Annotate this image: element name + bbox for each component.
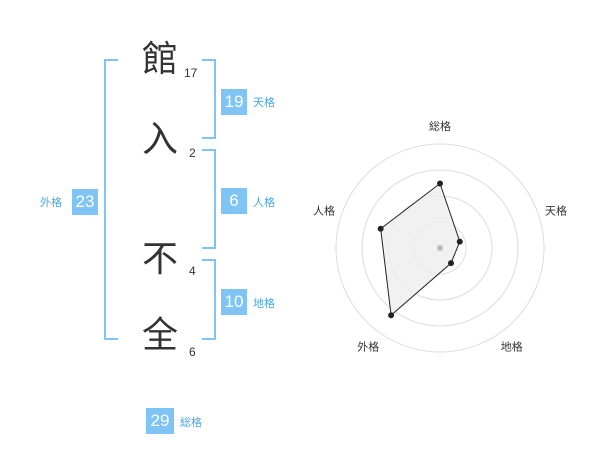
tenkaku-label: 天格 xyxy=(253,96,275,109)
chikaku-badge: 10 xyxy=(221,289,247,315)
soukaku-label: 総格 xyxy=(180,416,202,429)
gaikaku-bracket xyxy=(104,59,118,340)
radar-point-3 xyxy=(448,260,455,267)
radar-area xyxy=(380,182,461,317)
name-char-1: 館 xyxy=(142,39,179,80)
radar-point-1 xyxy=(437,180,443,187)
radar-axis-label-4: 外格 xyxy=(357,340,379,354)
radar-center xyxy=(437,245,443,251)
radar-axis-label-2: 天格 xyxy=(545,203,567,217)
radar-axis-label-3: 地格 xyxy=(501,340,523,354)
name-char-3: 不 xyxy=(142,239,179,280)
stroke-count-3: 4 xyxy=(189,264,196,278)
radar-axis-label-5: 人格 xyxy=(313,203,335,217)
stroke-count-2: 2 xyxy=(189,146,196,160)
radar-ring xyxy=(335,143,545,353)
radar-point-4 xyxy=(388,312,395,319)
stroke-count-1: 17 xyxy=(184,66,198,80)
chikaku-bracket xyxy=(202,259,216,340)
gaikaku-badge: 23 xyxy=(72,189,98,215)
tenkaku-bracket xyxy=(202,59,216,139)
soukaku-badge: 29 xyxy=(146,408,174,434)
radar-point-2 xyxy=(456,238,463,245)
name-char-4: 全 xyxy=(142,315,179,356)
jinkaku-badge: 6 xyxy=(221,188,247,214)
jinkaku-label: 人格 xyxy=(253,196,275,209)
tenkaku-badge: 19 xyxy=(221,89,247,115)
jinkaku-bracket xyxy=(202,149,216,249)
radar-ring xyxy=(361,169,519,327)
gaikaku-label: 外格 xyxy=(40,196,62,209)
radar-axis-label-1: 総格 xyxy=(429,119,451,133)
chikaku-label: 地格 xyxy=(253,297,275,310)
radar-point-5 xyxy=(377,225,384,232)
name-char-2: 入 xyxy=(142,119,179,160)
stroke-count-4: 6 xyxy=(189,345,196,359)
